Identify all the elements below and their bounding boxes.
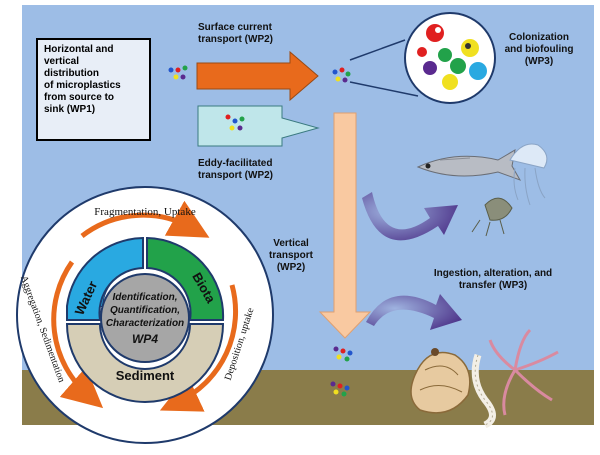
microplastic-cluster-seafloor xyxy=(330,381,350,397)
wp1-line-1: Horizontal and xyxy=(44,44,114,55)
fish-illustration xyxy=(416,149,522,181)
microplastic-cluster-surface xyxy=(332,67,351,83)
core-line-2: Quantification, xyxy=(110,305,180,316)
snail-illustration xyxy=(410,348,471,414)
ingestion-arrow-lower xyxy=(366,294,462,330)
biofouled-particles xyxy=(417,24,487,90)
biota-segment xyxy=(146,236,225,321)
wp4-wheel: Fragmentation, Uptake Aggregation, Sedim… xyxy=(16,186,274,444)
colonization-label: Colonization and biofouling (WP3) xyxy=(504,32,574,67)
vertical-transport-label: Vertical transport (WP2) xyxy=(269,238,313,273)
jellyfish-illustration xyxy=(509,143,548,206)
amphipod-illustration xyxy=(471,197,513,237)
zoom-line-bottom xyxy=(349,81,419,97)
wp1-line-2: vertical xyxy=(44,56,80,67)
fragmentation-label: Fragmentation, Uptake xyxy=(94,206,196,218)
ingestion-label: Ingestion, alteration, and transfer (WP3… xyxy=(433,268,553,291)
surface-current-label: Surface current transport (WP2) xyxy=(198,22,273,45)
wp1-line-5: from source to xyxy=(44,92,115,103)
polychaete-worm-illustration xyxy=(471,353,496,429)
ingestion-arrow-upper xyxy=(362,192,458,241)
core-line-1: Identification, xyxy=(113,292,178,303)
microplastic-cluster-eddy xyxy=(225,114,245,131)
wp1-line-6: sink (WP1) xyxy=(44,104,96,115)
vertical-transport-arrow xyxy=(318,112,372,339)
eddy-label: Eddy-facilitated transport (WP2) xyxy=(198,158,273,181)
wp1-line-3: distribution xyxy=(44,68,99,79)
wp1-textbox: Horizontal and vertical distribution of … xyxy=(36,38,151,141)
microplastic-cluster-source xyxy=(168,65,188,80)
core-line-4: WP4 xyxy=(132,332,158,346)
microplastic-cluster-deep xyxy=(333,346,353,362)
sediment-segment xyxy=(65,323,225,403)
brittle-star-illustration xyxy=(488,328,559,416)
core-line-3: Characterization xyxy=(106,318,184,329)
zoom-line-top xyxy=(349,39,406,61)
wp1-line-4: of microplastics xyxy=(44,80,121,91)
sediment-label: Sediment xyxy=(116,368,175,383)
surface-current-arrow xyxy=(196,50,319,102)
wheel-core xyxy=(100,273,190,363)
